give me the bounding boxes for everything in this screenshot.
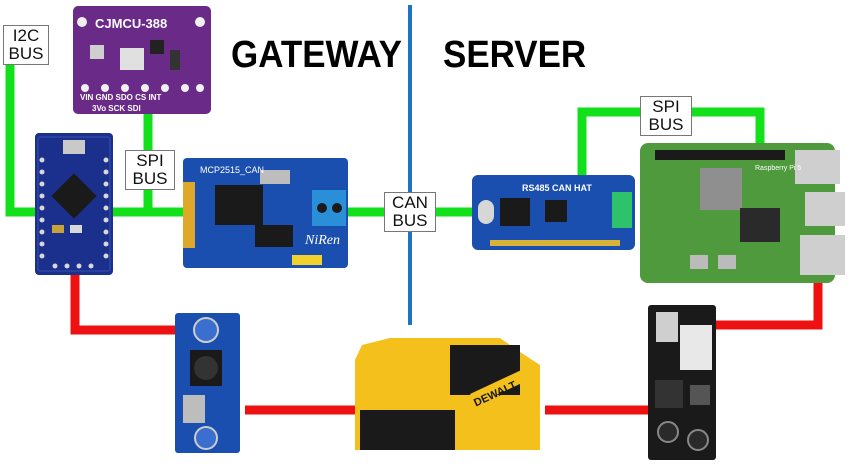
gateway-heading: GATEWAY bbox=[231, 34, 402, 76]
sensor-pins-top: VIN GND SDO CS INT bbox=[80, 93, 161, 102]
red-wires bbox=[70, 275, 823, 415]
mcp2515-label: MCP2515_CAN bbox=[200, 165, 264, 175]
battery-capacity: 5 bbox=[513, 392, 525, 417]
buck-converter bbox=[175, 313, 240, 453]
spi-bus-label-server-line1: SPI bbox=[652, 97, 680, 116]
raspberry-pi: Raspberry Pi 5 bbox=[640, 143, 845, 283]
sensor-board: CJMCU-388 VIN GND SDO CS INT 3Vo SCK SDI bbox=[73, 6, 211, 114]
mcp2515-can-module: MCP2515_CAN NiRen bbox=[183, 158, 348, 268]
battery-capacity-unit: AH bbox=[515, 420, 528, 430]
sensor-pins-bottom: 3Vo SCK SDI bbox=[92, 104, 141, 113]
usb-power-module bbox=[648, 305, 716, 460]
spi-bus-label-server: SPI BUS bbox=[640, 96, 692, 136]
sensor-board-label: CJMCU-388 bbox=[95, 16, 167, 31]
server-heading: SERVER bbox=[443, 34, 587, 76]
i2c-bus-label: I2C BUS bbox=[3, 25, 49, 65]
raspberry-pi-label: Raspberry Pi 5 bbox=[755, 165, 801, 172]
spi-bus-label-gateway-line1: SPI bbox=[136, 151, 164, 170]
rs485-can-hat: RS485 CAN HAT bbox=[472, 175, 635, 250]
battery-voltage: 20V bbox=[470, 414, 502, 434]
battery: DEWALT 20V 5 AH bbox=[355, 338, 540, 450]
spi-bus-label-gateway-line2: BUS bbox=[132, 169, 168, 188]
mcp2515-brand: NiRen bbox=[304, 233, 340, 248]
i2c-bus-label-line2: BUS bbox=[8, 44, 44, 63]
can-bus-label-line1: CAN bbox=[392, 193, 428, 212]
can-bus-label: CAN BUS bbox=[384, 192, 436, 232]
arduino-pro-mini bbox=[35, 133, 113, 275]
spi-bus-label-server-line2: BUS bbox=[648, 115, 684, 134]
spi-bus-label-gateway: SPI BUS bbox=[125, 150, 175, 190]
i2c-bus-label-line1: I2C bbox=[12, 26, 40, 45]
can-hat-label: RS485 CAN HAT bbox=[522, 183, 592, 193]
can-bus-label-line2: BUS bbox=[392, 211, 428, 230]
